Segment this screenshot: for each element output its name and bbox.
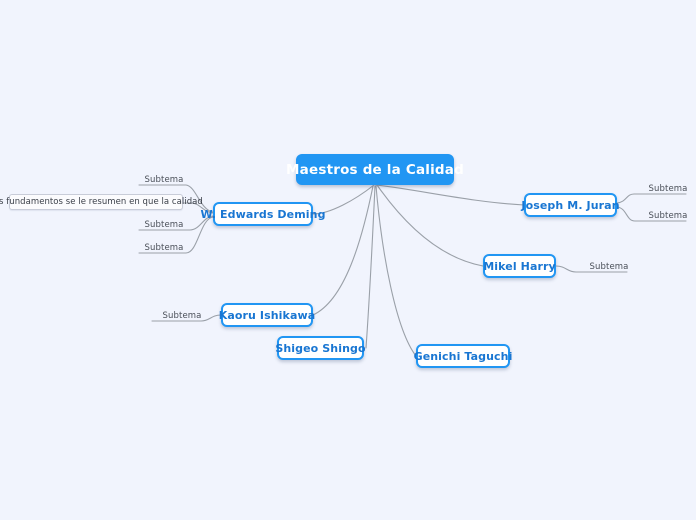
edge-root-harry [376,184,484,267]
branch-node-taguchi-label: Genichi Taguchi [413,349,513,363]
branch-node-ishikawa-label: Kaoru Ishikawa [218,308,316,322]
edge-juran-sub1 [616,193,687,204]
leaf-node-deming-1[interactable]: Subtema [139,174,189,185]
branch-node-harry[interactable]: Mikel Harry [483,254,556,278]
branch-node-juran-label: Joseph M. Juran [521,198,620,212]
leaf-node-ishikawa-1[interactable]: Subtema [157,310,207,321]
leaf-node-deming-2-label: Los fundamentos se le resumen en que la … [0,197,203,207]
branch-node-ishikawa[interactable]: Kaoru Ishikawa [218,303,316,327]
branch-node-deming[interactable]: W. Edwards Deming [200,202,325,226]
edge-root-juran [375,184,525,206]
branch-node-shingo[interactable]: Shigeo Shingo [275,336,366,360]
branch-node-harry-label: Mikel Harry [483,259,556,273]
leaf-node-deming-3-label: Subtema [144,219,184,230]
leaf-node-deming-3[interactable]: Subtema [139,219,189,230]
branch-node-taguchi[interactable]: Genichi Taguchi [413,344,513,368]
edge-root-ishikawa [312,185,374,316]
leaf-node-deming-4-label: Subtema [144,242,184,253]
leaf-node-deming-1-label: Subtema [144,174,184,185]
leaf-node-juran-1[interactable]: Subtema [643,183,693,194]
leaf-node-juran-1-label: Subtema [648,183,688,194]
edge-root-taguchi [375,185,417,357]
branch-node-shingo-label: Shigeo Shingo [275,341,366,355]
leaf-node-ishikawa-1-label: Subtema [162,310,202,321]
root-node[interactable]: Maestros de la Calidad [286,154,464,185]
leaf-node-harry-1-label: Subtema [589,261,629,272]
leaf-node-deming-4[interactable]: Subtema [139,242,189,253]
branch-node-juran[interactable]: Joseph M. Juran [521,193,620,217]
branch-node-deming-label: W. Edwards Deming [200,207,326,221]
leaf-node-juran-2[interactable]: Subtema [643,210,693,221]
leaf-node-juran-2-label: Subtema [648,210,688,221]
leaf-node-harry-1[interactable]: Subtema [584,261,634,272]
edge-root-shingo [365,185,376,349]
root-node-label: Maestros de la Calidad [286,161,464,178]
leaf-node-deming-2[interactable]: Los fundamentos se le resumen en que la … [0,194,203,210]
